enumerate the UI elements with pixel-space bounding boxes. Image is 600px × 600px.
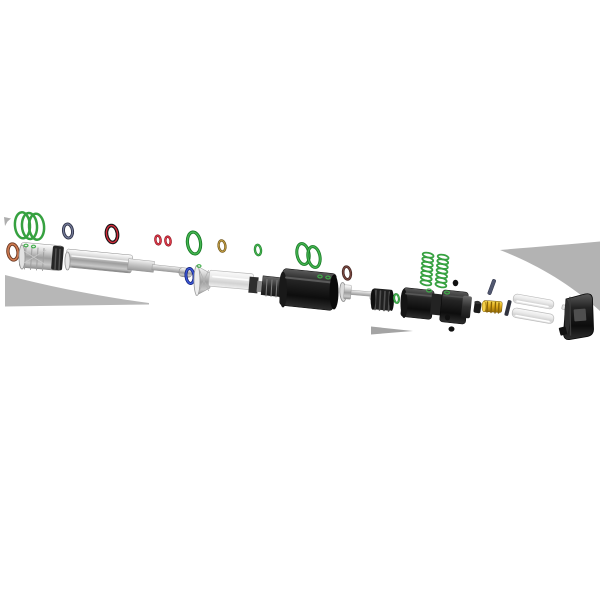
navy-oring xyxy=(61,222,75,240)
clear-tube-a xyxy=(512,293,555,310)
green-oring-tiny xyxy=(392,293,401,304)
red-oring-b xyxy=(164,235,172,247)
black-barrel xyxy=(260,268,339,311)
green-spring-tall-b xyxy=(434,253,450,289)
black-red-oring xyxy=(104,223,120,245)
tan-oring xyxy=(217,239,227,253)
swoosh-left xyxy=(5,275,149,307)
knurled-bolt xyxy=(18,242,64,271)
swoosh-tick xyxy=(4,217,11,226)
green-oring-pair xyxy=(295,242,322,269)
black-nub xyxy=(473,300,482,314)
glass-tube xyxy=(208,269,263,294)
green-spring-small xyxy=(13,211,46,241)
end-cap xyxy=(558,293,594,341)
gold-fitting xyxy=(481,300,503,314)
striker-shaft xyxy=(64,248,193,278)
mounting-screws xyxy=(444,279,459,332)
copper-oring xyxy=(6,242,20,262)
clear-tube-b xyxy=(511,307,555,324)
red-oring-a xyxy=(154,234,162,246)
swoosh-right xyxy=(500,241,600,311)
navy-pin xyxy=(487,279,496,295)
regulator-body xyxy=(400,287,472,325)
green-oring-small xyxy=(253,243,263,257)
poppet-valve xyxy=(339,282,377,302)
green-oring-large xyxy=(185,230,203,256)
valve-flare xyxy=(193,264,211,296)
green-spring-tall-a xyxy=(419,251,435,287)
swoosh-middle xyxy=(371,326,413,335)
black-coil-spring xyxy=(370,288,394,312)
maroon-oring xyxy=(341,265,353,281)
dark-pin xyxy=(504,300,512,316)
